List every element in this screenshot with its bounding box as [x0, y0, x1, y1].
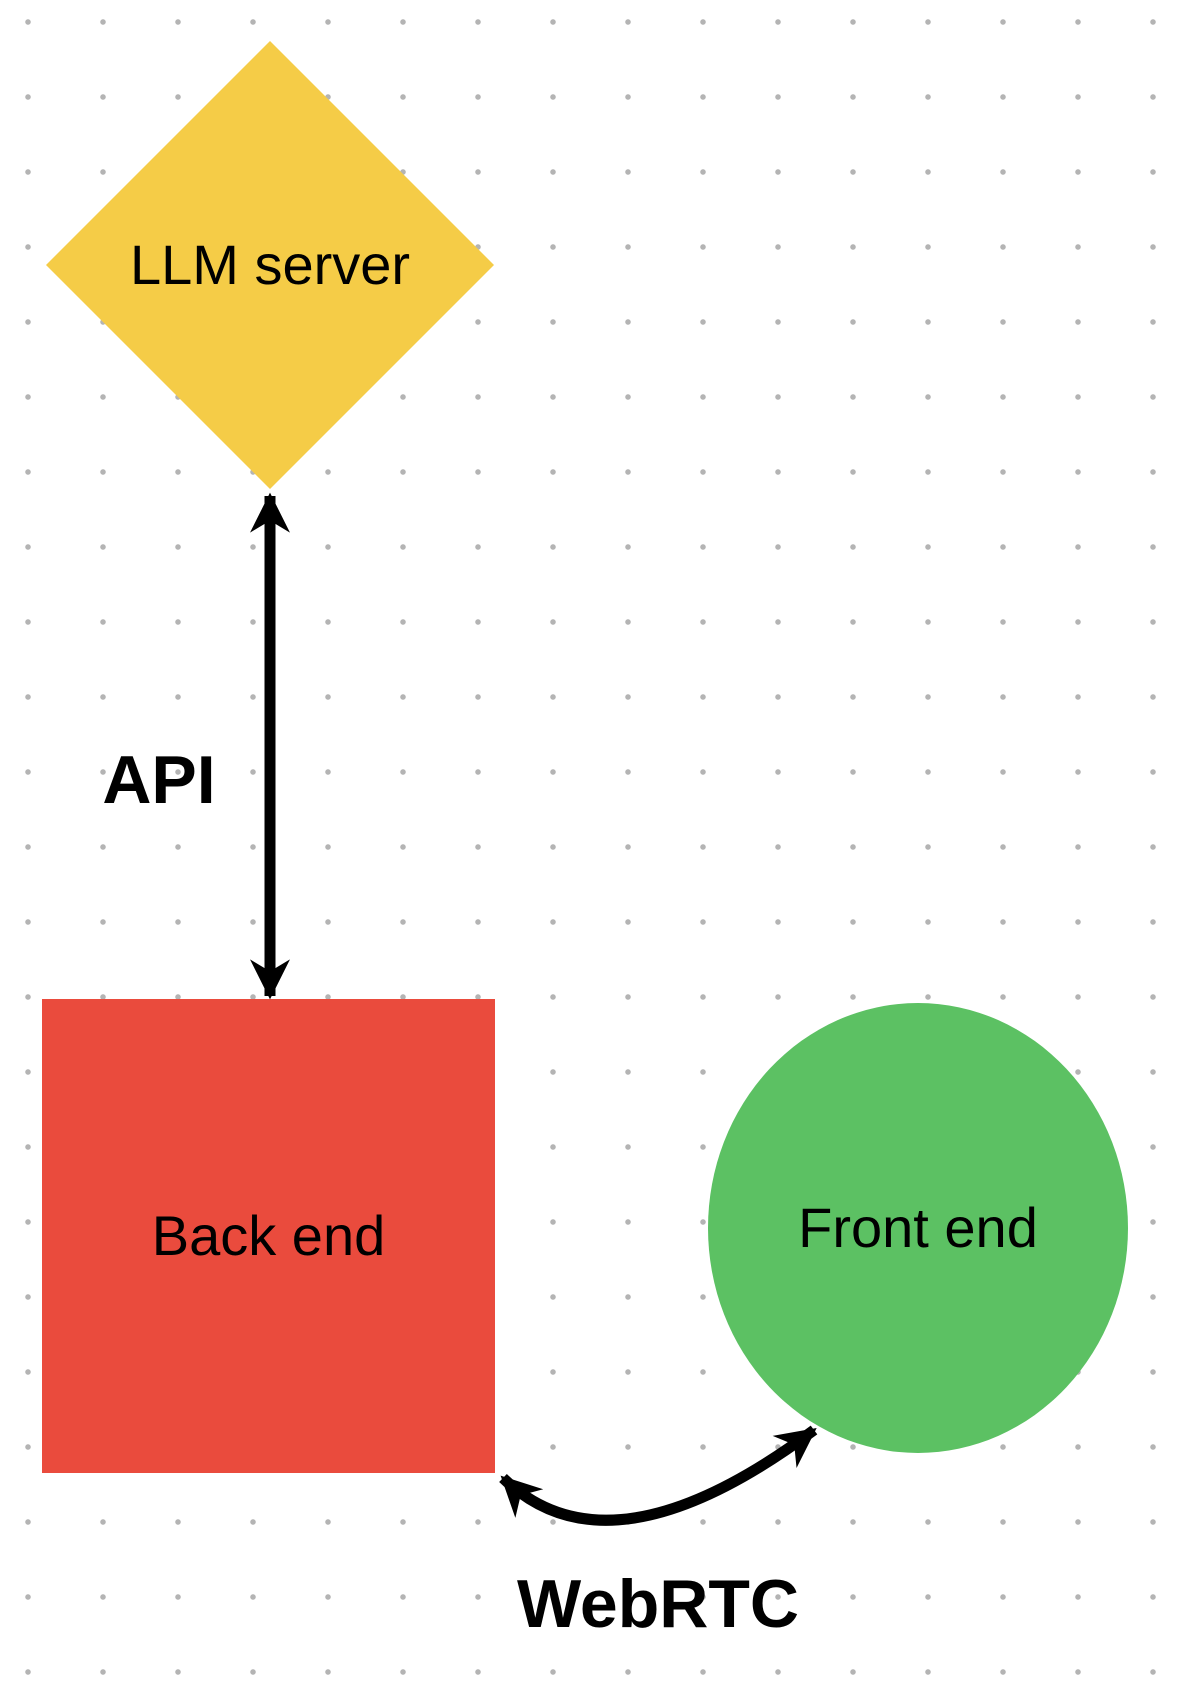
- node-llm-server-label: LLM server: [129, 233, 411, 297]
- node-back-end-label: Back end: [151, 1204, 386, 1268]
- node-front-end-label: Front end: [798, 1196, 1038, 1260]
- node-back-end[interactable]: Back end: [42, 999, 495, 1473]
- node-front-end[interactable]: Front end: [708, 1003, 1128, 1453]
- webrtc-connector-double-arrow[interactable]: [499, 1425, 818, 1526]
- node-llm-server[interactable]: LLM server: [46, 41, 494, 489]
- api-connector-label[interactable]: API: [102, 742, 216, 818]
- webrtc-connector-label[interactable]: WebRTC: [516, 1566, 800, 1642]
